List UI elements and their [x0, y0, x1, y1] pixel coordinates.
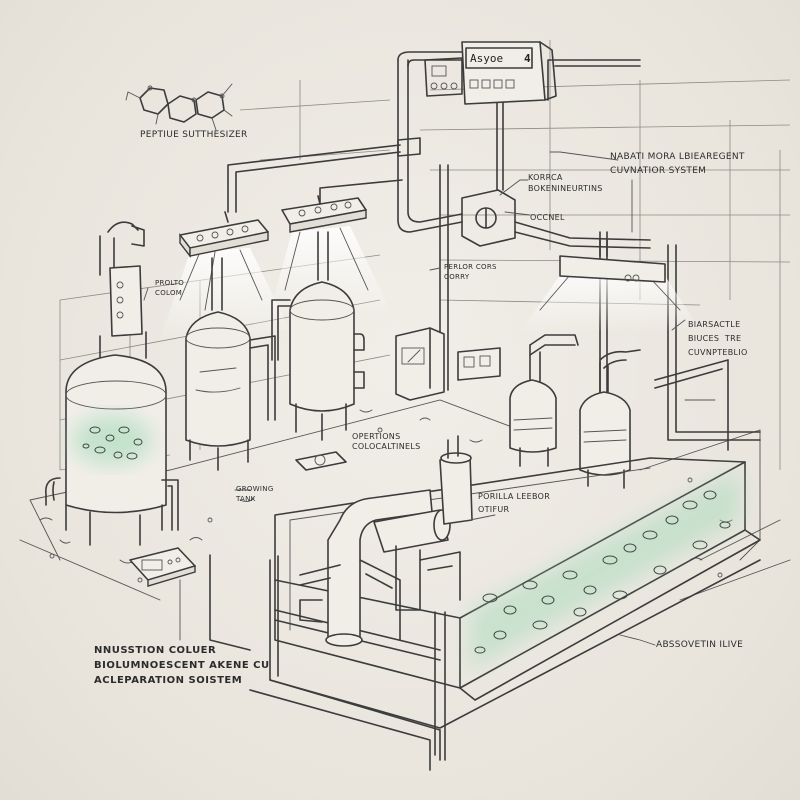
molecule-icon: [125, 83, 233, 131]
middle-vessel: [185, 257, 276, 471]
label-growth-tank-note: GROWING TANK: [236, 485, 274, 503]
handheld-controller-icon: [129, 451, 347, 587]
label-control-small: OCCNEL: [530, 213, 565, 222]
label-nanofluidic-cultivation: NABATI MORA LBIEAREGENT CUVNATIOR SYSTEM: [610, 152, 745, 176]
valve-icon: [397, 137, 516, 247]
growing-tank-bubbles: [474, 490, 731, 654]
label-absorption-line: ABSSOVETIN ILIVE: [656, 640, 744, 650]
control-display-icon: [424, 41, 557, 105]
label-control-unit: KORRCA BOKENINEURTINS: [528, 173, 603, 193]
control-cabinet: [395, 327, 501, 401]
label-reactor-column: PROLTO COLOM: [155, 279, 185, 297]
tall-vessel: [271, 231, 365, 441]
display-readout: Asyoe: [470, 52, 504, 65]
growing-tank: [274, 457, 761, 701]
left-tank-bubbles: [82, 426, 143, 460]
display-channel: 4: [524, 52, 531, 65]
label-bioluminescent-system: NNUSSTION COLUER BIOLUMNOESCENT AKENE CU…: [94, 645, 270, 686]
label-peristaltic-pump: PORILLA LEEBOR OTIFUR: [478, 492, 551, 514]
floor-plate: [19, 399, 791, 601]
label-bioreactor-mini: BIARSACTLE BIUCES TRE CUVNPTEBLIO: [688, 320, 748, 357]
leader-lines: [143, 151, 716, 646]
front-frame: [209, 554, 761, 771]
pump-assembly: [299, 435, 473, 647]
large-culture-tank: [44, 221, 179, 546]
wall-grid: [59, 40, 791, 471]
label-feeder-cores: PERLOR CORS CORRY: [444, 263, 497, 281]
grow-light-icon: [179, 195, 666, 283]
label-operation-control: OPERTIONS COLOCALTINELS: [352, 432, 421, 451]
label-peptide-synthesizer: PEPTIUE SUTTHESIZER: [140, 130, 248, 140]
bioreactor-pair: [509, 334, 641, 489]
